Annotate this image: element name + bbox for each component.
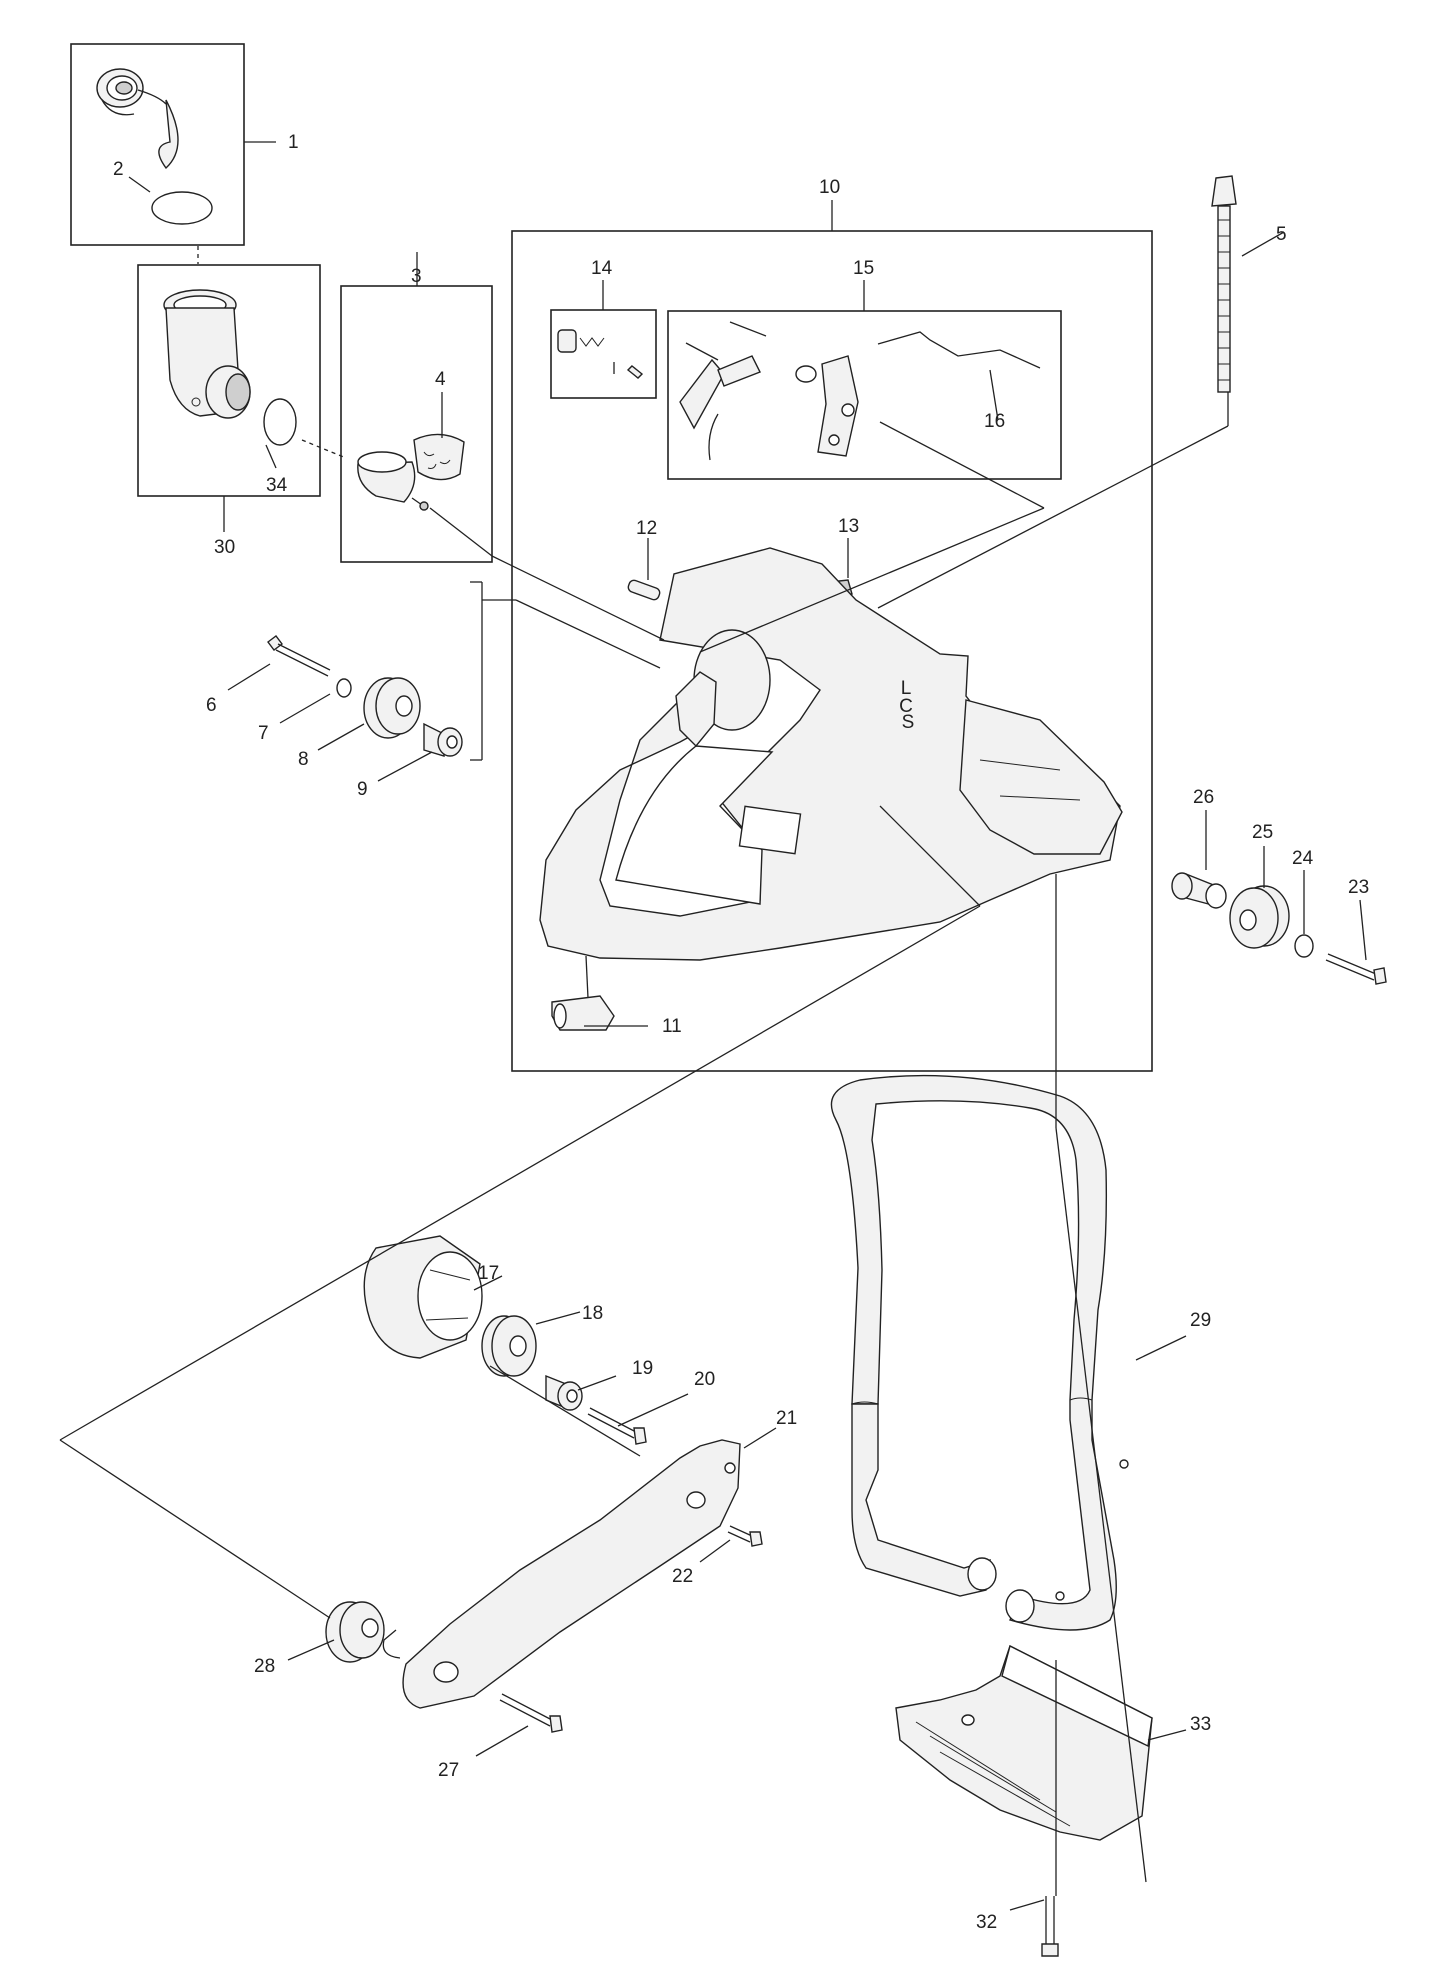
pin-icon (627, 579, 661, 601)
callout-6: 6 (206, 695, 217, 716)
callout-3: 3 (411, 266, 422, 287)
throttle-rod-icon (877, 331, 1041, 369)
callout-11: 11 (662, 1016, 682, 1037)
group-box-part-14 (550, 309, 657, 399)
callout-9: 9 (357, 779, 368, 800)
housing-mark-l: L (901, 678, 912, 699)
callout-1: 1 (288, 132, 299, 153)
callout-27: 27 (438, 1760, 459, 1781)
callout-24: 24 (1292, 848, 1314, 869)
lower-bracket-icon-21 (382, 1439, 741, 1709)
callout-10: 10 (819, 177, 840, 198)
o-ring-icon (263, 398, 297, 446)
screw-icon-32 (1041, 1896, 1059, 1957)
callout-2: 2 (113, 159, 124, 180)
callout-17: 17 (478, 1263, 499, 1284)
damper-icon-18 (481, 1315, 537, 1377)
elbow-fitting-icon (163, 289, 251, 419)
callout-12: 12 (636, 518, 657, 539)
callout-34: 34 (266, 475, 288, 496)
washer-icon-7 (336, 678, 352, 698)
callout-18: 18 (582, 1303, 603, 1324)
rear-handle-housing-icon: L C S (539, 547, 1123, 961)
throttle-trigger-icon (679, 321, 859, 461)
bottom-guard-icon (895, 1644, 1153, 1841)
callout-8: 8 (298, 749, 309, 770)
callout-29: 29 (1190, 1310, 1211, 1331)
filter-gasket-icon (151, 191, 213, 225)
washer-icon-24 (1294, 934, 1314, 958)
collar-icon-9 (423, 722, 463, 757)
callout-28: 28 (254, 1656, 275, 1677)
callout-5: 5 (1276, 224, 1287, 245)
fuel-cap-icon (96, 68, 179, 170)
housing-mark-s: S (902, 712, 915, 733)
housing-mark-c: C (899, 696, 913, 717)
callout-4: 4 (435, 369, 446, 390)
bracket-housing-icon-17 (363, 1235, 483, 1359)
rubber-foot-icon (551, 995, 615, 1031)
callout-20: 20 (694, 1369, 715, 1390)
bolt-icon-27 (499, 1693, 563, 1733)
group-box-part-15 (667, 310, 1062, 480)
callout-26: 26 (1193, 787, 1214, 808)
callout-14: 14 (591, 258, 613, 279)
damper-icon-28 (325, 1601, 385, 1663)
callout-19: 19 (632, 1358, 653, 1379)
collar-icon-19 (545, 1374, 583, 1411)
group-box-part-3 (340, 285, 493, 563)
callout-22: 22 (672, 1566, 693, 1587)
damper-icon-8 (363, 677, 421, 739)
fuel-filter-icon (357, 451, 429, 511)
callout-32: 32 (976, 1912, 997, 1933)
callout-30: 30 (214, 537, 235, 558)
damper-icon-25 (1229, 885, 1290, 949)
bolt-icon-23 (1325, 953, 1387, 985)
callout-16: 16 (984, 411, 1005, 432)
collar-icon-26 (1171, 872, 1227, 909)
leader-lines (59, 141, 1367, 1911)
callout-13: 13 (838, 516, 859, 537)
plunger-spring-icon (557, 329, 644, 379)
bolt-icon-20 (587, 1407, 647, 1445)
bolt-icon-6 (267, 635, 331, 677)
callout-21: 21 (776, 1408, 797, 1429)
callout-25: 25 (1252, 822, 1273, 843)
callout-15: 15 (853, 258, 874, 279)
long-bolt-icon (1211, 175, 1237, 393)
screw-icon-22 (727, 1525, 763, 1547)
callout-7: 7 (258, 723, 269, 744)
callout-23: 23 (1348, 877, 1369, 898)
front-handle-bar-icon (830, 1074, 1129, 1631)
group-box-part-30 (137, 264, 321, 497)
callout-33: 33 (1190, 1714, 1211, 1735)
group-box-part-1 (70, 43, 245, 246)
filter-element-icon (413, 433, 465, 481)
